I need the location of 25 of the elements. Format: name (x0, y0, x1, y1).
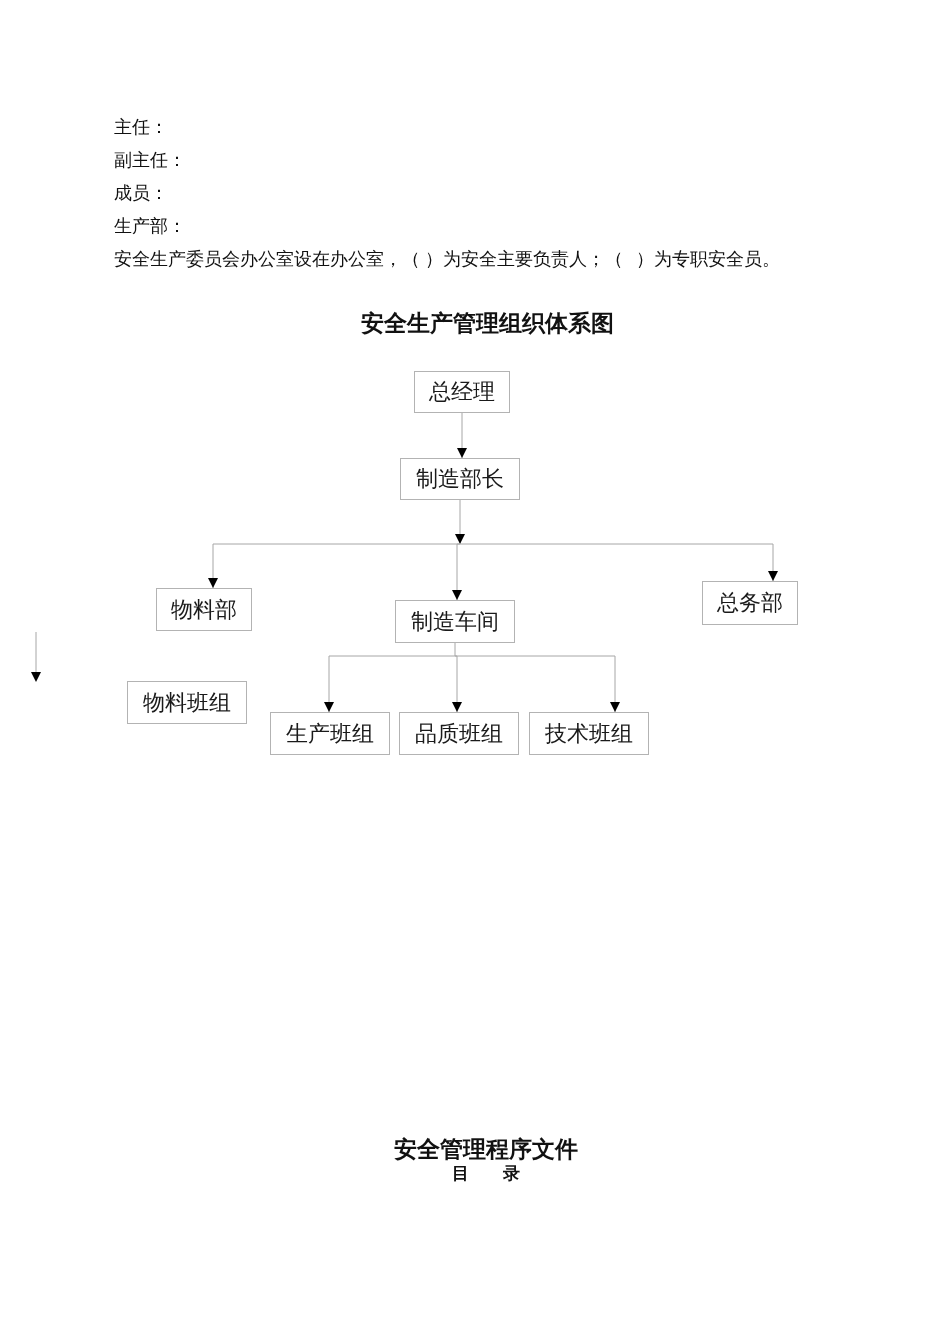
org-unit-box: 制造车间 (395, 600, 515, 643)
org-unit-box: 总务部 (702, 581, 798, 625)
connector-line (454, 642, 456, 657)
org-unit-box: 物料班组 (127, 681, 247, 724)
field-label: 成员： (114, 181, 168, 205)
org-unit-box: 生产班组 (270, 712, 390, 755)
org-unit-box: 物料部 (156, 588, 252, 631)
connector-line (455, 499, 465, 545)
org-unit-box: 技术班组 (529, 712, 649, 755)
section-subheading: 目 录 (452, 1162, 520, 1184)
note-text: 安全生产委员会办公室设在办公室，（ ）为安全主要负责人；（ ）为专职安全员。 (114, 247, 780, 271)
section-heading: 安全管理程序文件 (394, 1135, 578, 1164)
field-label: 生产部： (114, 214, 186, 238)
field-label: 主任： (114, 115, 168, 139)
arrow (454, 655, 620, 713)
arrow (452, 655, 462, 713)
diagram-title: 安全生产管理组织体系图 (360, 309, 614, 338)
arrow (324, 655, 456, 713)
field-label: 副主任： (114, 148, 186, 172)
org-unit-box: 总经理 (414, 371, 510, 413)
org-unit-box: 制造部长 (400, 458, 520, 500)
arrow (459, 543, 778, 582)
arrow (452, 543, 462, 601)
arrow (457, 412, 467, 459)
org-unit-box: 品质班组 (399, 712, 519, 755)
